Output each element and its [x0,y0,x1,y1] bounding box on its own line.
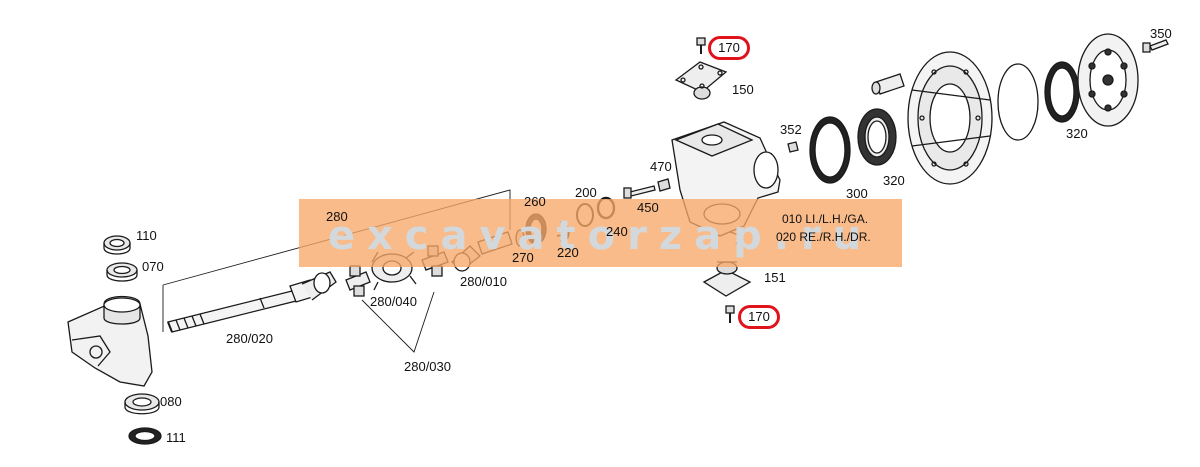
part-label-200: 200 [575,185,597,200]
part-label-151: 151 [764,270,786,285]
bearing-320-inner [857,108,897,166]
seal-111 [128,427,162,445]
bolt-450 [623,185,656,199]
o-ring-large [997,63,1039,141]
bolt-170-top [696,37,706,54]
part-label-450: 450 [637,200,659,215]
part-label-352: 352 [780,122,802,137]
part-label-080: 080 [160,394,182,409]
part-label-280-030: 280/030 [404,359,451,374]
part-label-280-010: 280/010 [460,274,507,289]
part-label-300: 300 [846,186,868,201]
bearing-cap-151 [702,261,752,297]
highlighted-label-170-top: 170 [708,36,750,60]
part-label-220: 220 [557,245,579,260]
seal-110 [103,235,131,255]
part-label-110: 110 [136,228,157,243]
part-label-280: 280 [326,209,348,224]
part-label-470: 470 [650,159,672,174]
leader-280-030 [361,291,435,353]
bolt-170-bottom [725,305,735,323]
watermark-text: excavatorzap.ru [327,213,874,259]
note-left-hand: 010 LI./L.H./GA. [782,212,869,226]
wheel-stud [871,73,905,95]
bolt-350 [1142,39,1169,53]
planet-carrier-cover [1077,33,1139,127]
nut-470 [657,178,671,192]
part-label-260: 260 [524,194,546,209]
seal-300 [809,116,851,184]
bearing-080 [124,393,160,415]
part-label-280-040: 280/040 [370,294,417,309]
part-label-070: 070 [142,259,164,274]
universal-joint-spider-a [345,265,371,297]
part-label-320-outer: 320 [1066,126,1088,141]
part-label-350: 350 [1150,26,1172,41]
bearing-cap-150 [674,61,728,100]
axle-shaft-280-020 [167,271,337,333]
part-label-240: 240 [606,224,628,239]
part-label-280-020: 280/020 [226,331,273,346]
bearing-070 [106,262,138,282]
part-label-111: 111 [166,430,186,445]
pin-352 [787,141,799,153]
seal-320-outer [1044,61,1080,123]
part-label-320-inner: 320 [883,173,905,188]
wheel-hub [907,51,993,185]
watermark-band [299,199,902,267]
axle-housing-left [67,295,153,387]
note-right-hand: 020 RE./R.H./DR. [776,230,871,244]
highlighted-label-170-bottom: 170 [738,305,780,329]
part-label-270: 270 [512,250,534,265]
part-label-150: 150 [732,82,754,97]
